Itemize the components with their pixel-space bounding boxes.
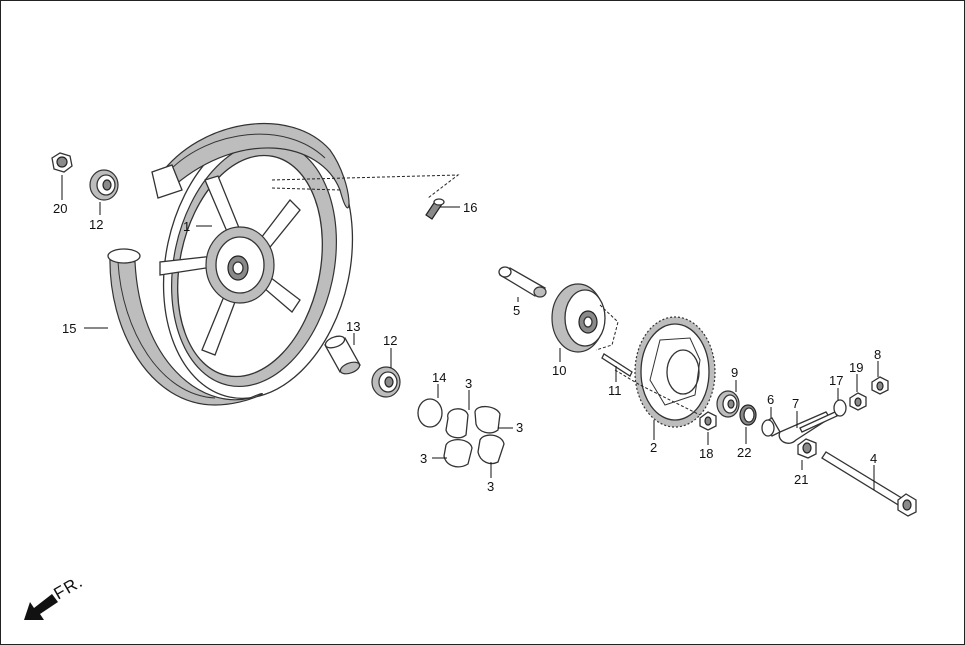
rear-axle-4 [821, 451, 917, 517]
callout-11: 11 [608, 383, 622, 398]
callout-16: 16 [463, 200, 477, 215]
callout-8: 8 [874, 347, 881, 362]
o-ring-14 [417, 398, 443, 428]
chain-adjuster-7 [778, 411, 838, 444]
callout-6: 6 [767, 392, 774, 407]
tire [107, 122, 350, 406]
nut-18 [699, 411, 717, 431]
callout-9: 9 [731, 365, 738, 380]
nut-8 [871, 376, 889, 395]
callout-12: 12 [89, 217, 103, 232]
callout-3: 3 [465, 376, 472, 391]
callout-3: 3 [487, 479, 494, 494]
callout-17: 17 [829, 373, 843, 388]
callout-20: 20 [53, 201, 67, 216]
bearing-9 [716, 390, 740, 418]
stud-bolt-11 [601, 353, 633, 377]
callout-10: 10 [552, 363, 566, 378]
callout-3: 3 [516, 420, 523, 435]
wheel-rim [159, 125, 354, 399]
callout-22: 22 [737, 445, 751, 460]
front-direction-arrow-icon [24, 594, 58, 620]
washer-17 [833, 399, 847, 417]
axle-nut-21 [797, 438, 817, 459]
collar-5 [498, 266, 547, 298]
callout-19: 19 [849, 360, 863, 375]
callout-15: 15 [62, 321, 76, 336]
bearing-12-upper [89, 169, 119, 201]
callout-14: 14 [432, 370, 446, 385]
leader-lines [61, 175, 879, 490]
callout-4: 4 [870, 451, 877, 466]
callout-3: 3 [420, 451, 427, 466]
callout-21: 21 [794, 472, 808, 487]
sprocket-2 [634, 316, 716, 428]
callout-1: 1 [183, 219, 190, 234]
sprocket-hub-10 [551, 283, 619, 353]
callout-7: 7 [792, 396, 799, 411]
axle-nut-20 [51, 152, 73, 173]
nut-19 [849, 392, 867, 411]
callout-5: 5 [513, 303, 520, 318]
oil-seal-22 [739, 404, 757, 426]
callout-2: 2 [650, 440, 657, 455]
hub-dampers-3 [443, 405, 505, 468]
callout-18: 18 [699, 446, 713, 461]
callout-12: 12 [383, 333, 397, 348]
callout-labels: 1 2 3 3 3 3 4 5 6 7 8 9 10 11 12 12 13 1… [53, 200, 881, 494]
front-direction-label: FR. [51, 572, 87, 604]
tire-valve-16 [425, 198, 445, 220]
bearing-12-lower [371, 366, 401, 398]
callout-13: 13 [346, 319, 360, 334]
spacer-13 [324, 335, 361, 375]
collar-6 [761, 417, 781, 437]
